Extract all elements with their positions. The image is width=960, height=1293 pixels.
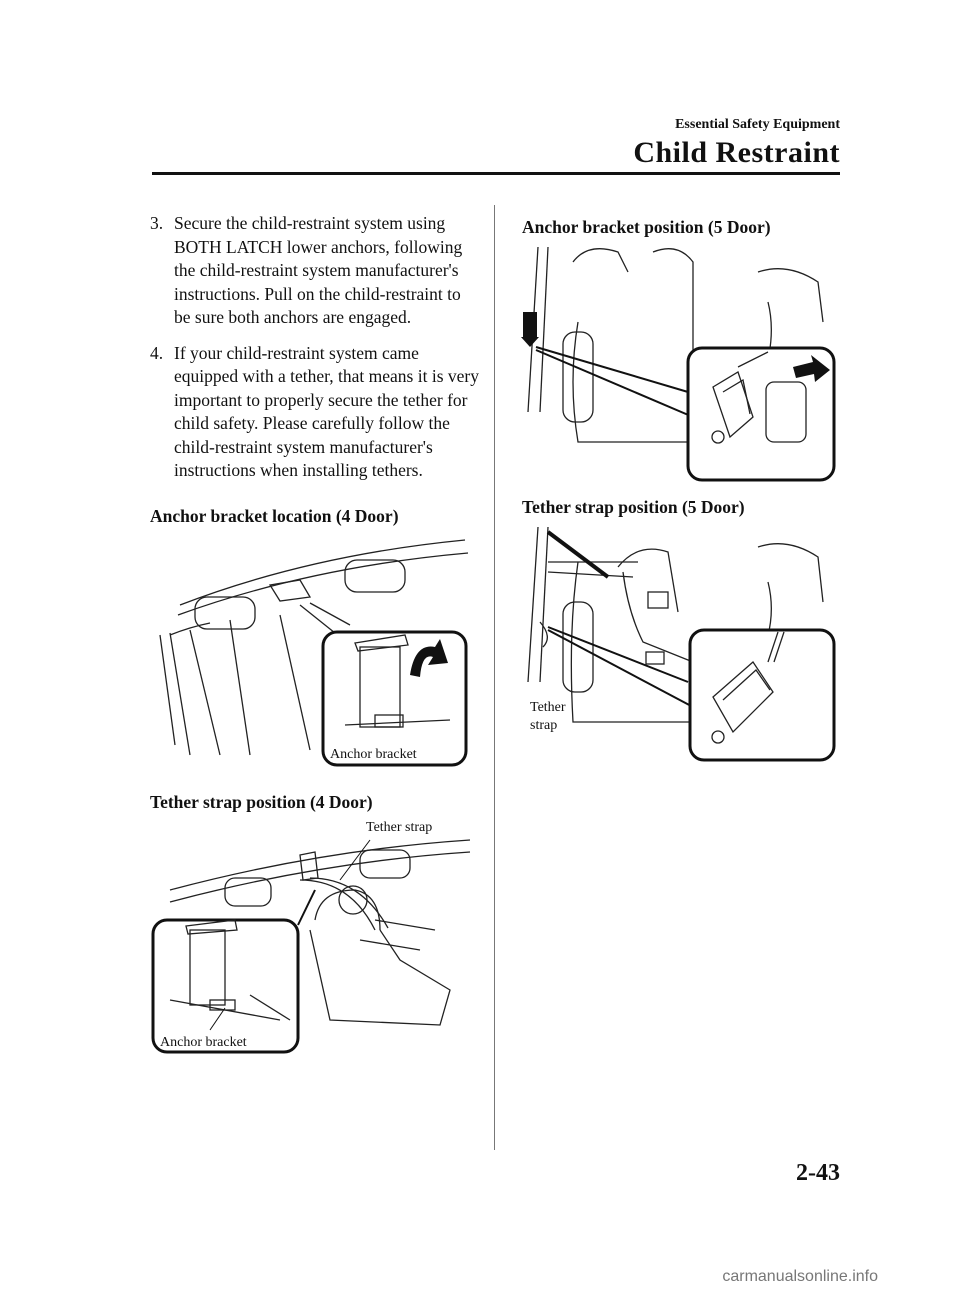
callout-tether-5door-line1: Tether xyxy=(530,700,566,715)
callout-tether-5door-line2: strap xyxy=(530,718,558,733)
header-section-label: Essential Safety Equipment xyxy=(675,117,840,132)
figure-heading-anchor-4door: Anchor bracket location (4 Door) xyxy=(150,506,399,526)
figure-heading-tether-4door: Tether strap position (4 Door) xyxy=(150,792,373,812)
figure-anchor-4door xyxy=(150,535,480,775)
page-number: 2-43 xyxy=(796,1160,840,1186)
step-text: If your child-restraint system came equi… xyxy=(174,342,479,481)
figure-tether-4door xyxy=(150,820,480,1060)
step-item: 3. Secure the child-restraint system usi… xyxy=(150,212,480,330)
callout-tether-strap-4door: Tether strap xyxy=(366,820,433,835)
watermark-text: carmanualsonline.info xyxy=(722,1268,878,1285)
callout-anchor-bracket-tether-4door: Anchor bracket xyxy=(160,1035,247,1050)
page-title: Child Restraint xyxy=(633,136,840,169)
figure-heading-anchor-5door: Anchor bracket position (5 Door) xyxy=(522,217,771,237)
step-item: 4. If your child-restraint system came e… xyxy=(150,342,480,483)
step-number: 3. xyxy=(150,213,164,233)
step-number: 4. xyxy=(150,342,164,363)
column-divider xyxy=(494,205,495,1150)
figure-tether-5door xyxy=(518,522,840,767)
instruction-steps: 3. Secure the child-restraint system usi… xyxy=(150,212,480,495)
figure-anchor-5door xyxy=(518,242,840,487)
header-rule xyxy=(152,172,840,175)
callout-anchor-bracket-4door: Anchor bracket xyxy=(330,747,417,762)
figure-heading-tether-5door: Tether strap position (5 Door) xyxy=(522,497,745,517)
step-text: Secure the child-restraint system using … xyxy=(174,213,463,327)
